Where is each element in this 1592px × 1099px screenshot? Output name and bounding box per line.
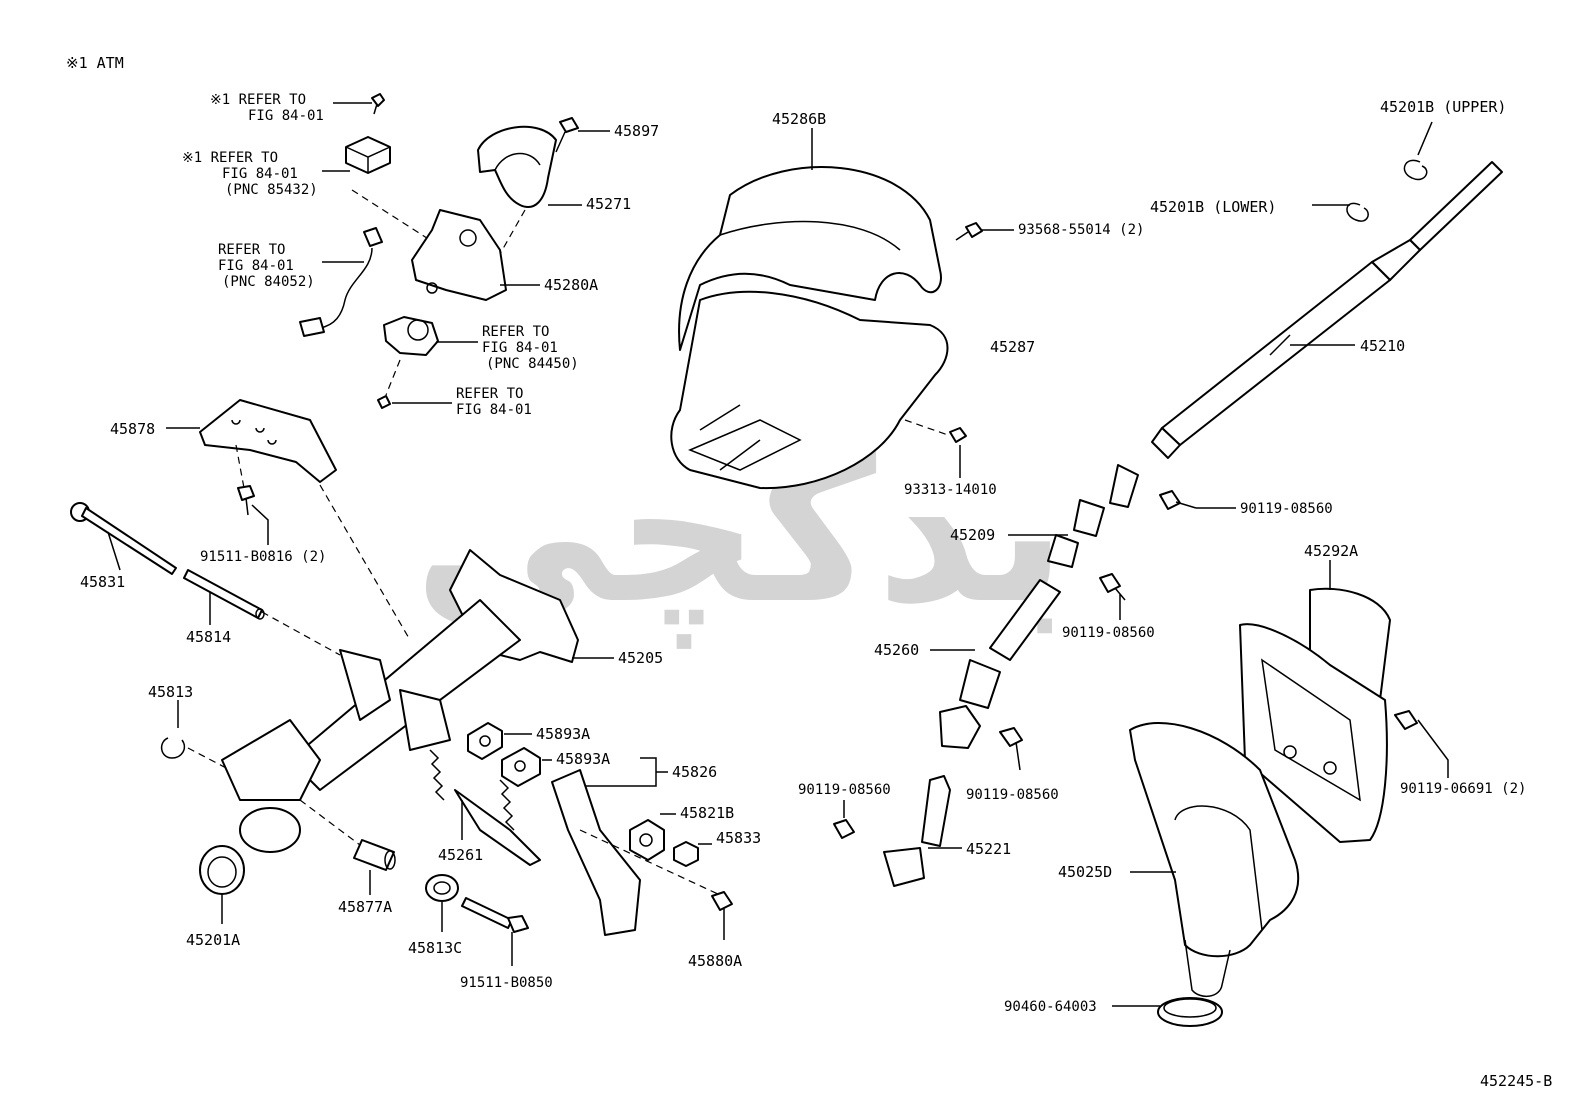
label-45210: 45210 — [1360, 337, 1405, 355]
dust-seal-45292A — [1239, 587, 1391, 843]
refer-84052-line2: FIG 84-01 — [218, 258, 294, 274]
refer-84450-line1: REFER TO — [482, 324, 549, 340]
label-45814: 45814 — [186, 628, 231, 646]
label-45286B: 45286B — [772, 110, 826, 128]
bolt-90119-a — [1159, 490, 1197, 510]
tilt-bracket-45878 — [199, 399, 337, 483]
label-45201B-upper: 45201B (UPPER) — [1380, 98, 1506, 116]
label-45893A-1: 45893A — [536, 725, 590, 743]
refer-85432-line3: (PNC 85432) — [225, 182, 318, 198]
label-91511-b0816: 91511-B0816 (2) — [200, 549, 326, 565]
bolt-90119-06691 — [1394, 710, 1449, 778]
sleeve-45877A — [353, 839, 396, 871]
clamp-90460 — [1157, 997, 1223, 1027]
boot-45025D — [1129, 722, 1300, 997]
atm-note: ※1 ATM — [66, 54, 124, 72]
intermediate-shaft-45260 — [939, 579, 1061, 749]
screw-small-part — [377, 395, 391, 409]
label-45205: 45205 — [618, 649, 663, 667]
refer-84-01-b-line2: FIG 84-01 — [456, 402, 532, 418]
refer-85432-line2: FIG 84-01 — [222, 166, 298, 182]
label-90119-08560-d: 90119-08560 — [798, 782, 891, 798]
long-bolt-45831 — [70, 502, 177, 575]
refer-84450-line3: (PNC 84450) — [486, 356, 579, 372]
switch-body-45280A — [411, 209, 507, 301]
label-45897: 45897 — [614, 122, 659, 140]
shaft-45221 — [883, 775, 951, 887]
bolt-45880A — [711, 891, 733, 911]
column-cover-lower-45287 — [670, 290, 949, 490]
label-45292A: 45292A — [1304, 542, 1358, 560]
label-45287: 45287 — [990, 338, 1035, 356]
bushing-45201A — [199, 845, 245, 895]
label-45826: 45826 — [672, 763, 717, 781]
screw-top-part — [371, 93, 385, 115]
screw-45897 — [555, 117, 579, 153]
label-90119-06691: 90119-06691 (2) — [1400, 781, 1526, 797]
screw-93313 — [949, 427, 967, 443]
label-45813: 45813 — [148, 683, 193, 701]
label-90119-08560-c: 90119-08560 — [966, 787, 1059, 803]
refer-84-01-a-line1: ※1 REFER TO — [210, 92, 306, 108]
label-90119-08560-b: 90119-08560 — [1062, 625, 1155, 641]
refer-85432-line1: ※1 REFER TO — [182, 150, 278, 166]
pin-45814 — [183, 569, 265, 620]
bolt-91511-b0850 — [461, 897, 529, 933]
label-45201A: 45201A — [186, 931, 240, 949]
refer-84052-line1: REFER TO — [218, 242, 285, 258]
label-45271: 45271 — [586, 195, 631, 213]
lock-cylinder-part — [383, 316, 439, 356]
column-cover-upper-45286B — [678, 166, 942, 351]
bushing-45893A-b — [501, 747, 541, 787]
bolt-90119-d — [833, 819, 855, 839]
label-91511-b0850: 91511-B0850 — [460, 975, 553, 991]
clip-45813 — [160, 737, 186, 759]
label-45877A: 45877A — [338, 898, 392, 916]
label-90460-64003: 90460-64003 — [1004, 999, 1097, 1015]
nut-45833 — [673, 841, 699, 867]
label-45221: 45221 — [966, 840, 1011, 858]
bracket-45271 — [477, 125, 557, 208]
label-45025D: 45025D — [1058, 863, 1112, 881]
label-93568-55014: 93568-55014 (2) — [1018, 222, 1144, 238]
label-45260: 45260 — [874, 641, 919, 659]
refer-84052-line3: (PNC 84052) — [222, 274, 315, 290]
main-shaft-45210 — [1151, 161, 1503, 459]
screw-93568 — [955, 222, 983, 241]
refer-84-01-b-line1: REFER TO — [456, 386, 523, 402]
column-tube-45205 — [221, 549, 579, 853]
label-45201B-lower: 45201B (LOWER) — [1150, 198, 1276, 216]
label-45209: 45209 — [950, 526, 995, 544]
label-45813C: 45813C — [408, 939, 462, 957]
refer-84450-line2: FIG 84-01 — [482, 340, 558, 356]
lever-45826 — [551, 769, 641, 936]
label-45833: 45833 — [716, 829, 761, 847]
label-45261: 45261 — [438, 846, 483, 864]
snap-ring-upper — [1403, 159, 1428, 181]
label-45878: 45878 — [110, 420, 155, 438]
figure-code: 452245-B — [1480, 1072, 1552, 1090]
label-90119-08560-a: 90119-08560 — [1240, 501, 1333, 517]
clip-45813C — [425, 874, 459, 902]
bolt-90119-b — [1099, 573, 1126, 601]
spring-45261 — [429, 749, 541, 866]
nut-45821B — [629, 819, 665, 861]
label-45880A: 45880A — [688, 952, 742, 970]
bushing-45893A-a — [467, 722, 503, 760]
bolt-91511-b0816 — [237, 485, 255, 516]
bolt-90119-c — [999, 727, 1023, 771]
universal-joint-45209 — [1047, 464, 1139, 568]
label-45821B: 45821B — [680, 804, 734, 822]
label-93313-14010: 93313-14010 — [904, 482, 997, 498]
snap-ring-lower — [1346, 202, 1369, 222]
label-45280A: 45280A — [544, 276, 598, 294]
label-45831: 45831 — [80, 573, 125, 591]
harness-sensor-part — [299, 227, 383, 337]
refer-84-01-a-line2: FIG 84-01 — [248, 108, 324, 124]
label-45893A-2: 45893A — [556, 750, 610, 768]
relay-part — [345, 136, 391, 174]
